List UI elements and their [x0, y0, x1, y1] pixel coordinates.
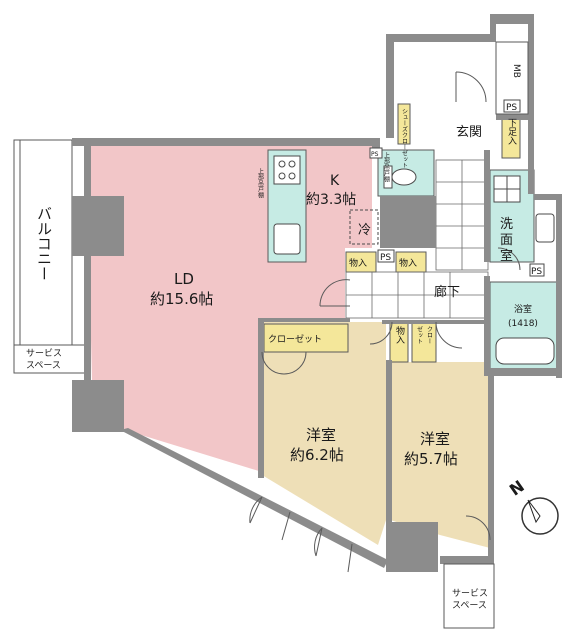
kitchen-appliances: [273, 155, 301, 255]
fridge-space: [349, 209, 379, 245]
compass-north-label: N: [506, 476, 528, 499]
service-space-left-line1: サービス: [26, 348, 62, 359]
mb-label: MB: [511, 64, 521, 78]
closet-bedroom1-label: クローゼット: [268, 333, 322, 345]
storage-3-label: 物入: [394, 325, 405, 344]
bath-name: 浴室: [514, 303, 532, 315]
ld-size: 約15.6帖: [150, 290, 213, 308]
washroom-label-3: 室: [500, 248, 513, 264]
bedroom2-size: 約5.7帖: [404, 450, 458, 468]
bedroom1-name: 洋室: [306, 426, 336, 444]
shoe-closet: [397, 103, 411, 145]
walls: [72, 14, 562, 572]
closet-vertical-label-1: クロー: [426, 326, 433, 344]
balcony-label: バルコニー: [35, 206, 53, 281]
door-swings: [261, 71, 521, 541]
top-cabinet-2-label: 上部吊戸棚: [383, 151, 390, 183]
bedroom2-room: [390, 362, 490, 548]
bath-size: (1418): [508, 319, 538, 329]
fridge-label: 冷: [358, 223, 371, 238]
ld-name: LD: [174, 270, 194, 288]
ps-toilet-label: PS: [371, 151, 379, 158]
kitchen-size: 約3.3帖: [306, 192, 356, 208]
shoe-closet-label: シューズクローゼット: [401, 108, 408, 168]
ps-bath-label: PS: [531, 267, 542, 277]
shoe-storage-label: 下足入: [506, 118, 517, 145]
bedroom1-room: [262, 322, 386, 545]
mb-closet: [495, 41, 529, 115]
compass-circle: [521, 497, 559, 535]
kitchen-name: K: [330, 173, 340, 189]
storage-2-label: 物入: [399, 257, 417, 269]
toilet-fixture: [383, 165, 417, 189]
bathtub: [495, 337, 555, 365]
hallway-label: 廊下: [434, 284, 460, 300]
ps-hall-label: PS: [380, 253, 391, 263]
washroom-label-1: 洗: [500, 217, 513, 232]
bedroom1-size: 約6.2帖: [290, 446, 344, 464]
ps-top-label: PS: [506, 103, 517, 113]
service-space-bottom: [443, 563, 495, 629]
closet-vertical-label-2: ゼット: [416, 325, 423, 344]
service-space-bottom-line2: スペース: [452, 601, 487, 611]
storage-1-label: 物入: [349, 257, 367, 269]
diagonal-windows: [249, 496, 353, 573]
top-cabinet-1-label: 上部吊戸棚: [257, 167, 264, 199]
compass: N: [506, 476, 559, 535]
entrance-label: 玄関: [456, 125, 482, 140]
bedroom2-name: 洋室: [420, 430, 450, 448]
service-space-left-line2: スペース: [26, 361, 61, 371]
ps-boxes: [369, 99, 545, 277]
washroom-label-2: 面: [500, 233, 513, 248]
service-space-bottom-line1: サービス: [452, 588, 488, 599]
washbasin: [493, 175, 555, 243]
